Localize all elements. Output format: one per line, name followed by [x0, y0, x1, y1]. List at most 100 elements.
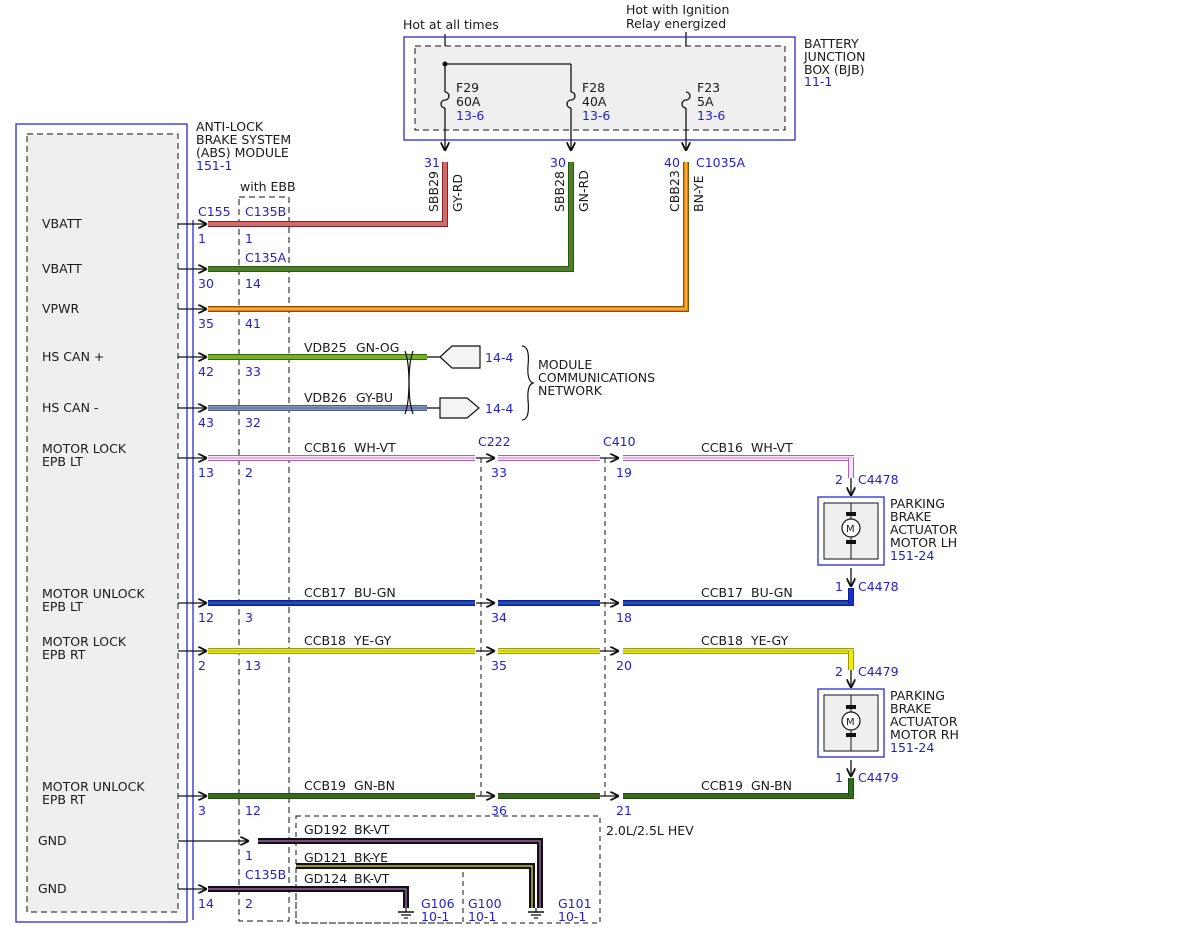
bjb-title: BOX (BJB)	[804, 62, 865, 77]
actuator-pin: 1	[835, 579, 843, 594]
abs-signal-label: VBATT	[42, 261, 82, 276]
actuator-pin: 1	[835, 770, 843, 785]
bjb-pin: 40	[664, 155, 680, 170]
battery-junction-box: F29 60A 13-6 F28 40A 13-6 F23 5A 13-6 BA…	[403, 36, 865, 170]
wire-color: BK-VT	[354, 822, 390, 837]
fuse-f28-icon	[566, 91, 576, 109]
abs-signal-label: MOTOR LOCK	[42, 634, 127, 649]
abs-signal-label: MOTOR UNLOCK	[42, 586, 145, 601]
wire-cbb23	[208, 162, 689, 312]
network-ref: 14-4	[485, 401, 513, 416]
ebb-pin: 32	[245, 415, 261, 430]
fuse-ref: 13-6	[456, 108, 484, 123]
abs-pin: 30	[198, 276, 214, 291]
circuit-id: SBB28	[552, 171, 567, 212]
bjb-title: BATTERY	[804, 36, 859, 51]
circuit-id: CCB16	[304, 440, 346, 455]
fuse-name: F28	[582, 80, 605, 95]
ebb-pin: 12	[245, 803, 261, 818]
ebb-pin: 14	[245, 276, 261, 291]
wire-color: BK-VT	[354, 871, 390, 886]
wire-color: BU-GN	[751, 585, 793, 600]
circuit-id: GD121	[304, 850, 347, 865]
wire-color: GN-BN	[354, 778, 395, 793]
actuator-title: PARKING	[890, 688, 945, 703]
ground-ref: 10-1	[468, 909, 496, 924]
abs-signal-label: VBATT	[42, 216, 82, 231]
motor-symbol: M	[846, 717, 855, 728]
wire-color: BN-YE	[691, 175, 706, 212]
abs-pin: 2	[198, 658, 206, 673]
ebb-pin: 1	[245, 231, 253, 246]
circuit-id: CCB18	[304, 633, 346, 648]
abs-signal-row: HS CAN - 43 32	[42, 400, 261, 430]
ebb-pin: 2	[245, 896, 253, 911]
c410-pin: 20	[616, 658, 632, 673]
network-label: COMMUNICATIONS	[538, 370, 655, 385]
ebb-pin: 1	[245, 848, 253, 863]
circuit-id: VDB26	[304, 390, 347, 405]
c410-pin: 18	[616, 610, 632, 625]
actuator-title: MOTOR LH	[890, 535, 957, 550]
circuit-id: VDB25	[304, 340, 347, 355]
hot-at-all-times-label: Hot at all times	[403, 17, 499, 32]
actuator-title: ACTUATOR	[890, 522, 958, 537]
twisted-pair-icon	[404, 350, 414, 415]
network-connector-icon	[439, 397, 480, 419]
ebb-pin: 3	[245, 610, 253, 625]
network-connector-icon	[439, 345, 481, 369]
abs-pin: 3	[198, 803, 206, 818]
circuit-id: CCB17	[304, 585, 346, 600]
fuse-ref: 13-6	[697, 108, 725, 123]
fuse-rating: 40A	[582, 94, 607, 109]
connector-c222: C222	[478, 434, 511, 449]
actuator-connector: C4478	[858, 472, 899, 487]
wire-color: WH-VT	[354, 440, 396, 455]
actuator-title: ACTUATOR	[890, 714, 958, 729]
fuse-f29-icon	[440, 91, 450, 109]
wire-color: GN-RD	[576, 170, 591, 212]
abs-pin: 43	[198, 415, 214, 430]
wire-gd121	[296, 863, 535, 908]
ebb-pin: 41	[245, 316, 261, 331]
ground-name: G106	[421, 896, 455, 911]
circuit-id: CCB18	[701, 633, 743, 648]
fuse-name: F23	[697, 80, 720, 95]
c410-pin: 21	[616, 803, 632, 818]
ground-name: G100	[468, 896, 502, 911]
network-brace-icon	[521, 345, 535, 421]
bjb-connector: C1035A	[696, 155, 746, 170]
hev-variant-label: 2.0L/2.5L HEV	[606, 823, 694, 838]
network-label: MODULE	[538, 357, 592, 372]
connector-c155: C155	[198, 204, 231, 219]
abs-pin: 42	[198, 364, 214, 379]
abs-signal-row: GND 1	[38, 833, 253, 863]
wire-color: YE-GY	[750, 633, 789, 648]
abs-signal-label: GND	[38, 833, 67, 848]
abs-title: BRAKE SYSTEM	[196, 132, 291, 147]
wire-color: GN-BN	[751, 778, 792, 793]
actuator-pin: 2	[835, 664, 843, 679]
ebb-pin: 13	[245, 658, 261, 673]
motor-symbol: M	[846, 524, 855, 535]
abs-signal-label: HS CAN -	[42, 400, 98, 415]
ebb-label: with EBB	[240, 179, 296, 194]
ground-icon	[528, 908, 544, 919]
parking-brake-actuator-lh	[817, 478, 885, 586]
c410-pin: 19	[616, 465, 632, 480]
c222-pin: 36	[491, 803, 507, 818]
abs-signal-label: EPB RT	[42, 792, 86, 807]
network-label: NETWORK	[538, 383, 603, 398]
wire-gd192	[258, 838, 543, 908]
